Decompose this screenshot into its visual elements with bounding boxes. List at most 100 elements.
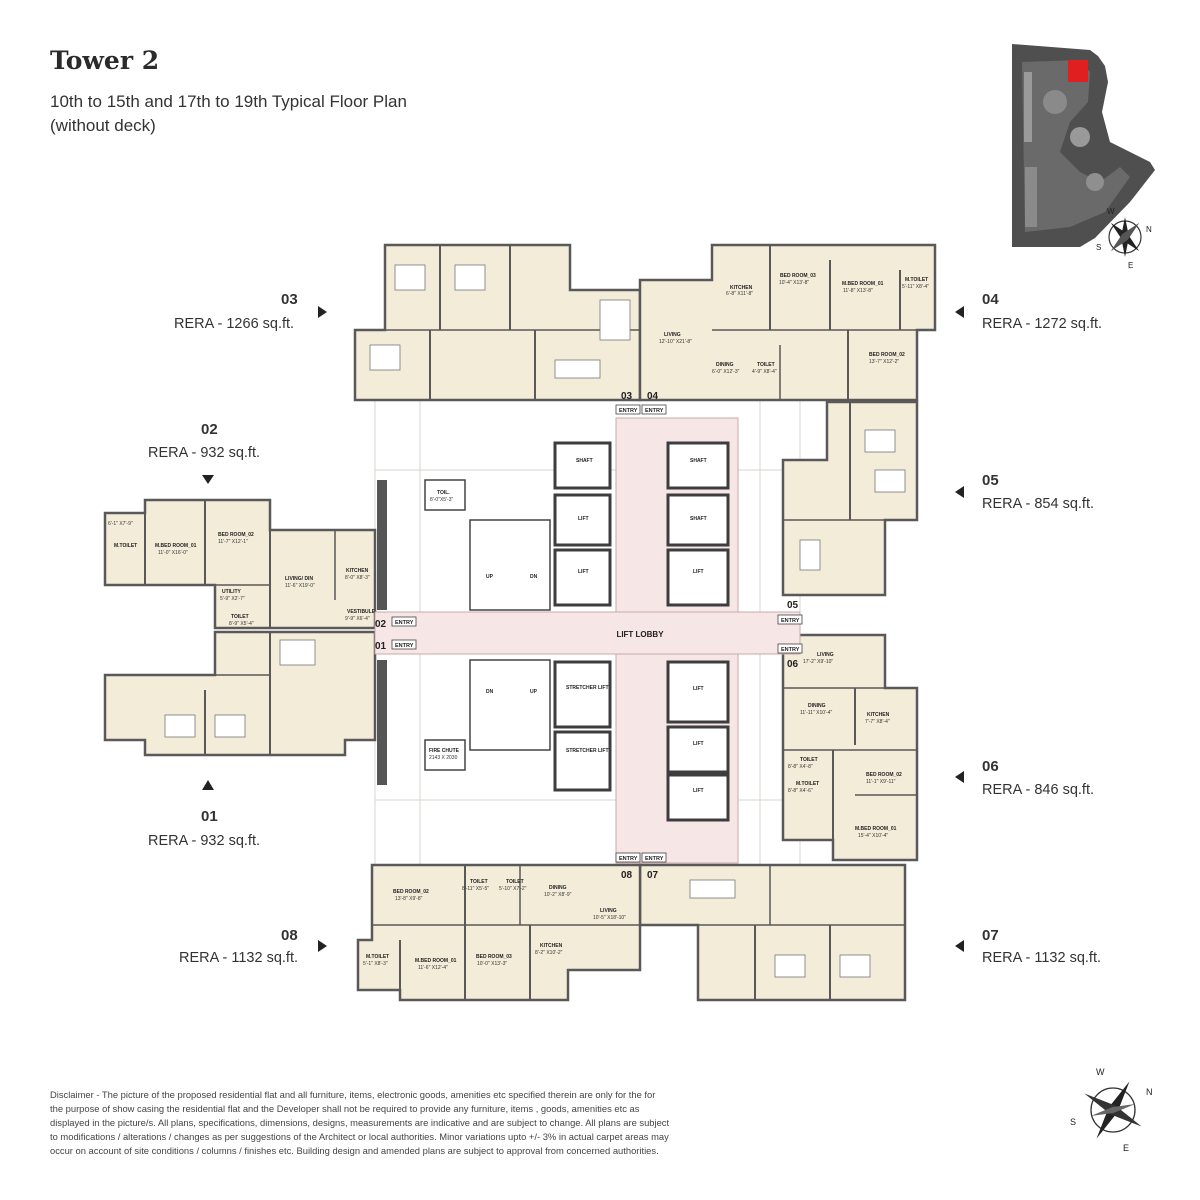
unit-label-04: 04	[982, 288, 999, 312]
stair-up-label: UP	[530, 689, 538, 695]
room-dim: 11'-8" X13'-8"	[843, 288, 873, 294]
unit-rera-04: RERA - 1272 sq.ft.	[982, 316, 1103, 332]
room-dim: 5'-9" X2'-7"	[220, 596, 245, 602]
room-label: TOILET	[800, 757, 818, 763]
arrow-up-icon	[202, 780, 214, 790]
entry-unit-number: 07	[647, 870, 659, 881]
room-label: VESTIBULE	[347, 609, 376, 615]
room-dim: 10'-4" X13'-8"	[779, 280, 809, 286]
unit-label-03: 03	[281, 288, 298, 312]
key-plan-map	[1010, 42, 1157, 275]
room-dim: 8'-0" X8'-3"	[345, 575, 370, 581]
arrow-left-icon	[955, 306, 964, 318]
room-label: BED ROOM_03	[780, 273, 816, 279]
room-label: DINING	[549, 885, 567, 891]
unit-rera-07: RERA - 1132 sq.ft.	[982, 950, 1102, 966]
room-dim: 10'-2" X8'-9"	[544, 892, 572, 898]
room-dim: 11'-0" X16'-0"	[158, 550, 188, 556]
lift-label: LIFT	[693, 788, 704, 794]
room-dim: 10'-5" X18'-10"	[593, 915, 626, 921]
stair-dn-label: DN	[530, 574, 538, 580]
room-dim: 9'-9" X6'-4"	[345, 616, 370, 622]
entry-label: ENTRY	[645, 408, 664, 414]
fire-chute-label: FIRE CHUTE	[429, 748, 460, 754]
stretcher-lift-label: STRETCHER LIFT	[566, 685, 609, 691]
unit-number: 02	[201, 421, 218, 438]
unit-07-plan	[638, 863, 907, 1002]
unit-rera-08: RERA - 1132 sq.ft.	[179, 950, 299, 966]
room-dim: 8'-9" X5'-4"	[229, 621, 254, 627]
room-dim: 4'-9" X8'-4"	[752, 369, 777, 375]
compass-s: S	[1096, 243, 1101, 252]
core-walls	[377, 480, 387, 785]
toilet-core	[424, 479, 466, 511]
unit-number: 03	[281, 291, 298, 308]
room-label: BED ROOM_02	[393, 889, 429, 895]
room-dim: 12'-10" X21'-8"	[659, 339, 692, 345]
arrow-right-icon	[318, 940, 327, 952]
shaft-label: SHAFT	[576, 458, 593, 464]
room-label: BED ROOM_02	[869, 352, 905, 358]
entry-unit-number: 05	[787, 600, 799, 611]
lift-label: LIFT	[578, 516, 589, 522]
unit-label-07: 07	[982, 924, 999, 948]
room-dim: 13'-7" X12'-2"	[869, 359, 899, 365]
entry-label: ENTRY	[781, 647, 800, 653]
room-dim: 8'-8" X4'-8"	[788, 764, 813, 770]
room-dim: 6'-1" X7'-9"	[108, 521, 133, 527]
compass-icon: W N E S	[1096, 207, 1152, 270]
unit-number: 06	[982, 758, 999, 775]
unit-04-plan: KITCHEN 6'-8" X11'-8" BED ROOM_03 10'-4"…	[638, 243, 937, 402]
entry-label: ENTRY	[645, 856, 664, 862]
room-label: DINING	[808, 703, 826, 709]
unit-label-01: 01	[201, 805, 218, 829]
unit-number: 04	[982, 291, 999, 308]
stair-dn-label: DN	[486, 689, 494, 695]
room-label: LIVING	[600, 908, 617, 914]
unit-06-plan: LIVING 17'-2" X9'-10" DINING 11'-11" X10…	[781, 633, 919, 862]
room-dim: 8'-2" X10'-2"	[535, 950, 563, 956]
unit-number: 01	[201, 808, 218, 825]
lift-lobby-label: LIFT LOBBY	[616, 630, 664, 639]
lift-label: LIFT	[693, 741, 704, 747]
arrow-left-icon	[955, 771, 964, 783]
shaft-label: SHAFT	[690, 458, 707, 464]
room-label: TOILET	[231, 614, 249, 620]
highlighted-tower	[1068, 60, 1088, 82]
room-label: M.TOILET	[114, 543, 137, 549]
room-dim: 5'-11" X8'-4"	[902, 284, 929, 290]
room-dim: 8'-11" X5'-5"	[462, 886, 489, 892]
compass-n: N	[1146, 1087, 1153, 1097]
room-dim: 11'-11" X10'-4"	[800, 710, 832, 716]
core-toilet-label: TOIL.	[437, 490, 450, 496]
compass-icon: W N E S	[1070, 1067, 1153, 1153]
room-dim: 17'-2" X9'-10"	[803, 659, 833, 665]
room-label: KITCHEN	[730, 285, 753, 291]
lift-label: LIFT	[693, 569, 704, 575]
room-dim: 7'-7" X8'-4"	[865, 719, 890, 725]
entry-unit-number: 06	[787, 659, 799, 670]
room-dim: 11'-1" X9'-11"	[866, 779, 896, 785]
compass-e: E	[1128, 261, 1133, 270]
arrow-down-icon	[202, 475, 214, 484]
arrow-left-icon	[955, 486, 964, 498]
room-label: LIVING	[817, 652, 834, 658]
compass-w: W	[1096, 1067, 1105, 1077]
subtitle-line-2: (without deck)	[50, 116, 156, 135]
room-label: KITCHEN	[540, 943, 563, 949]
room-label: M.TOILET	[905, 277, 928, 283]
room-dim: 11'-6" X19'-0"	[285, 583, 315, 589]
unit-02-plan: 6'-1" X7'-9" M.TOILET M.BED ROOM_01 11'-…	[103, 498, 377, 630]
unit-05-plan	[781, 400, 919, 597]
unit-label-08: 08	[281, 924, 298, 948]
room-label: LIVING	[664, 332, 681, 338]
unit-03-plan	[353, 243, 642, 402]
compass-s: S	[1070, 1117, 1076, 1127]
disclaimer-text: Disclaimer - The picture of the proposed…	[50, 1089, 670, 1156]
room-label: M.BED ROOM_01	[415, 958, 457, 964]
entry-unit-number: 04	[647, 391, 659, 402]
unit-label-02: 02	[201, 418, 218, 442]
entry-label: ENTRY	[395, 620, 414, 626]
room-label: TOILET	[470, 879, 488, 885]
room-label: LIVING/ DIN	[285, 576, 313, 582]
